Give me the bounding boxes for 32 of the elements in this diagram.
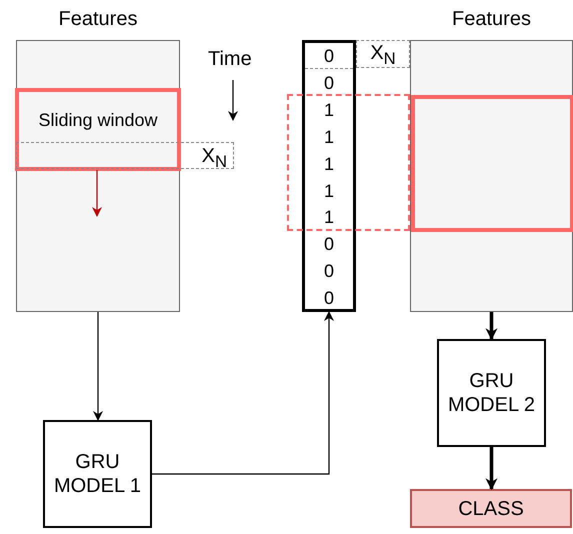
label-vector [302, 40, 356, 312]
label-value: 0 [324, 260, 334, 284]
label-value: 1 [324, 126, 334, 149]
class-box [410, 489, 572, 528]
box-label: GRU MODEL 2 [447, 369, 536, 417]
label-value: 0 [324, 45, 334, 68]
column-heading: Features [452, 7, 531, 31]
label-value: 0 [324, 233, 334, 256]
box-label: GRU MODEL 1 [53, 450, 142, 498]
box-label: CLASS [457, 496, 525, 520]
arrow [486, 447, 498, 490]
model-box [43, 420, 152, 528]
variable-label: X$_{N}$ [370, 41, 396, 70]
arrow [152, 311, 334, 475]
label-value: 0 [324, 72, 334, 95]
label-value: 0 [324, 287, 334, 310]
label-value: 1 [324, 98, 334, 122]
sliding-window-box [15, 88, 181, 171]
arrow [92, 170, 102, 217]
time-step-row [16, 142, 234, 169]
label-value: 1 [324, 206, 334, 230]
window-box [411, 95, 573, 232]
axis-label: Time [208, 47, 252, 71]
label-value: 1 [324, 152, 334, 176]
box-label: Sliding window [38, 109, 158, 132]
selection-box [287, 94, 410, 231]
variable-label: X$_{N}$ [202, 144, 227, 173]
column-heading: Features [58, 7, 138, 31]
arrow [93, 312, 103, 421]
label-value: 1 [324, 180, 334, 202]
model-box [437, 339, 546, 447]
arrow [486, 312, 498, 340]
